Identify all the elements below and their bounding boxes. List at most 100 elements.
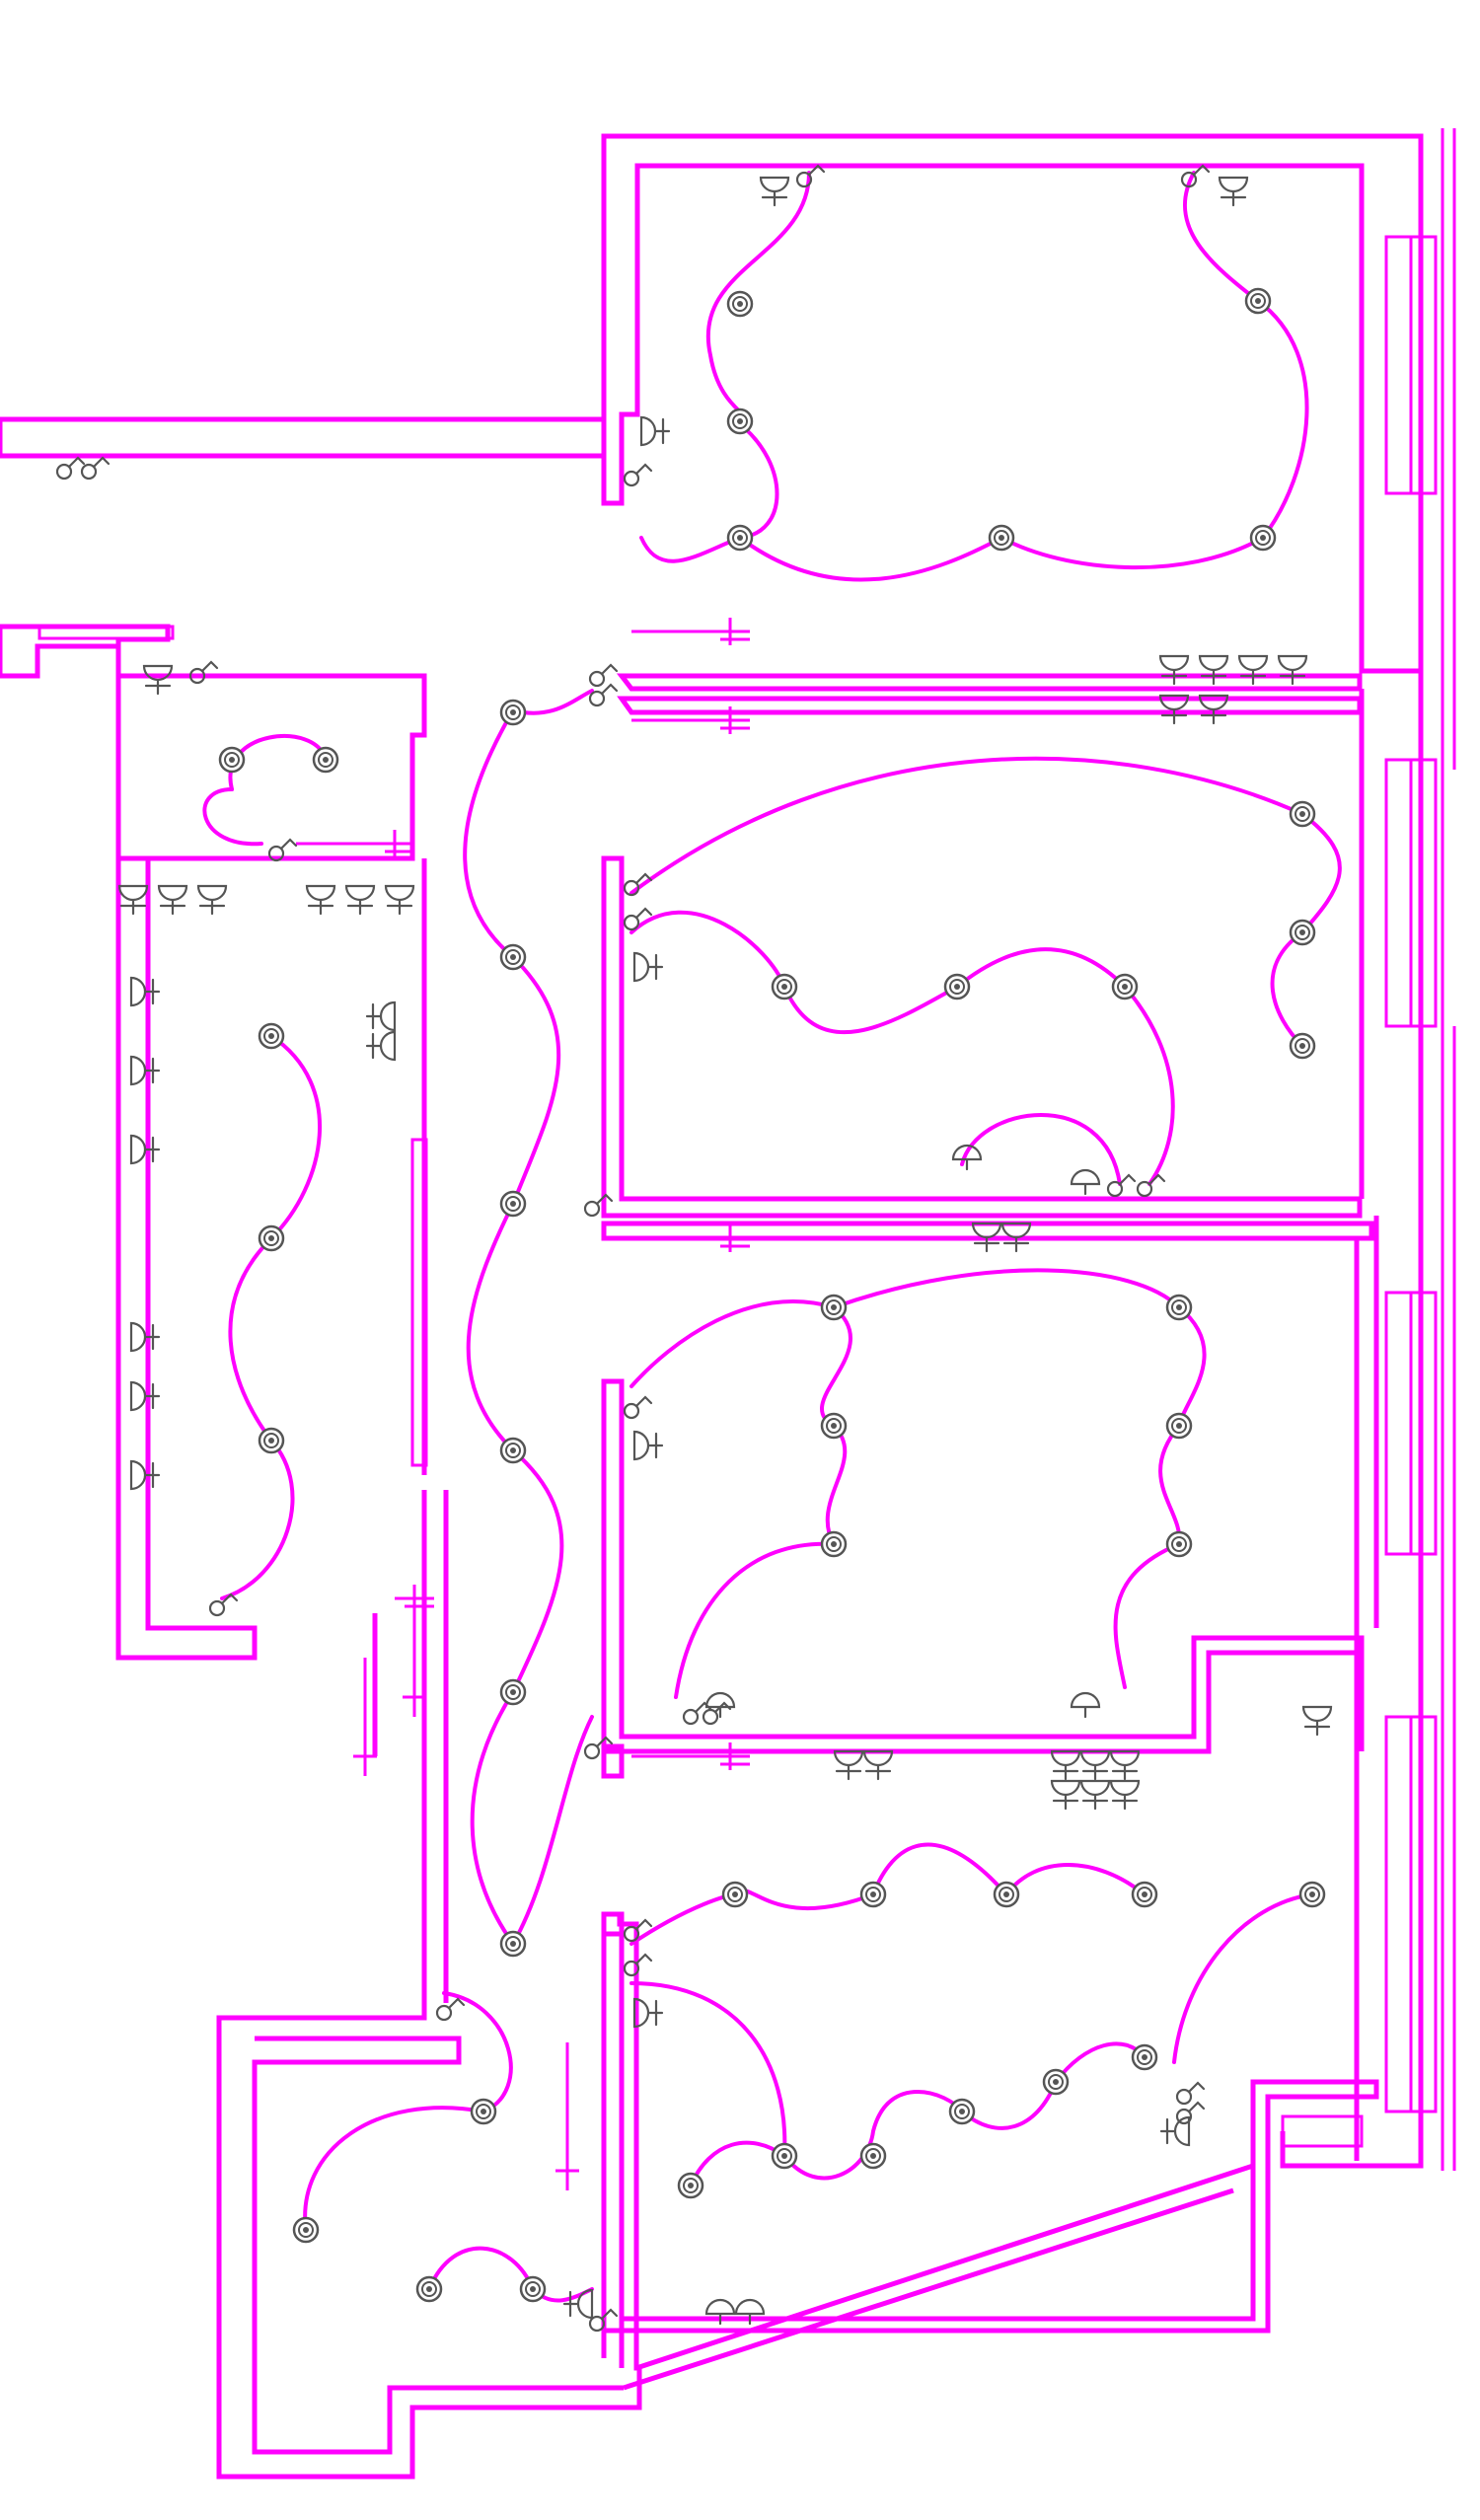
ceiling-lamp-icon [470,2098,497,2125]
light-switch-icon [623,463,653,487]
wall-segment [216,1490,642,2480]
wall-socket-icon [157,884,188,916]
wall-socket-icon [1050,1779,1081,1811]
ceiling-lamp-icon [499,1678,527,1706]
wall-segment [617,696,1363,715]
wall-socket-icon [1079,1779,1111,1811]
wall-socket-icon [129,1134,161,1165]
wall-socket-icon [1277,654,1308,686]
door-swing-icon [631,706,750,734]
wire-path [1182,171,1309,540]
wall-socket-icon [117,884,149,916]
ceiling-lamp-icon [519,2275,547,2303]
wall-socket-icon [639,415,671,447]
wire-path [1113,1542,1181,1689]
light-switch-icon [80,456,111,481]
light-switch-icon [623,1918,653,1943]
wire-path [629,910,1175,1186]
wall-socket-icon [129,1380,161,1412]
walls [0,133,1424,2480]
ceiling-lamp-icon [312,746,339,774]
wall-socket-icon [1000,1222,1032,1253]
wire-path [629,756,1304,895]
light-switch-icon [795,164,826,188]
light-switch-icon [682,1701,712,1726]
wall-socket-icon [1050,1749,1081,1781]
ceiling-lamp-icon [820,1530,848,1558]
wall-socket-icon [971,1222,1002,1253]
ceiling-lamp-icon [1165,1294,1193,1321]
ceiling-lamp-icon [820,1294,848,1321]
wire-path [629,1268,1181,1388]
light-switch-icon [588,2308,619,2333]
wall-socket-icon [129,1459,161,1491]
wall-socket-icon [384,884,415,916]
wall-socket-icon [1159,2115,1191,2147]
light-switch-icon [208,1593,239,1617]
wall-socket-icon [1198,654,1229,686]
window-icon [1384,758,1438,1028]
wall-socket-icon [305,884,336,916]
ceiling-lamp-icon [258,1022,285,1050]
ceiling-lamp-icon [820,1412,848,1440]
light-switch-icon [583,1193,614,1218]
ceiling-lamp-icon [948,2098,976,2125]
ceiling-lamp-icon [993,1881,1020,1908]
wall-socket-icon [142,664,174,696]
wall-socket-icon [1198,694,1229,725]
wall-segment [601,1743,625,1779]
ceiling-lamp-icon [726,524,754,552]
wire-path [303,2106,485,2232]
door-swing-icon [631,1224,750,1252]
wall-socket-icon [632,1997,664,2029]
light-switch-icon [623,1395,653,1420]
door-swing-icon [403,1589,426,1717]
door-swing-icon [353,1658,377,1776]
wall-socket-icon [344,884,376,916]
wall-socket-icon [1079,1749,1111,1781]
ceiling-lamp-icon [499,699,527,726]
wall-segment [0,624,427,861]
ceiling-lamp-icon [1289,800,1316,828]
wall-sockets [117,176,1333,2326]
wall-segment [252,2036,624,2455]
wire-path [228,734,328,791]
ceiling-lamp-icon [988,524,1015,552]
door-swing-icon [631,618,750,645]
wall-socket-icon [1218,176,1249,207]
light-switch-icon [267,838,298,862]
ceiling-lamp-icon [1131,2043,1158,2071]
ceiling-lamp-icon [1165,1530,1193,1558]
light-switch-icon [702,1701,732,1726]
ceiling-lamp-icon [499,1437,527,1464]
wall-socket-icon [704,1691,736,1719]
door-swing-icon [555,2042,579,2190]
light-switch-icon [435,1997,466,2022]
ceiling-lamps [218,287,1326,2303]
wire-path [463,708,594,1948]
light-switch-icon [1136,1173,1166,1198]
wall-segment [616,673,1363,692]
window-icon [37,625,175,640]
ceiling-lamp-icon [258,1224,285,1252]
light-switches [55,164,1211,2333]
wall-socket-icon [632,1430,664,1461]
wall-segment [601,133,1424,674]
wall-socket-icon [862,1749,894,1781]
wall-socket-icon [1070,1168,1101,1196]
light-switch-icon [1175,2081,1206,2106]
wall-socket-icon [951,1144,983,1171]
light-switch-icon [588,683,619,707]
wire-path [220,1034,323,1600]
wall-segment [0,416,607,459]
ceiling-lamp-icon [1289,919,1316,946]
ceiling-lamp-icon [258,1427,285,1454]
light-switch-icon [188,660,219,685]
light-switch-icon [583,1736,614,1760]
wall-segment [115,858,258,1661]
wire-path [689,2140,786,2187]
wire-path [202,787,263,847]
wire-path [427,2246,594,2303]
wire-path [629,1842,1147,1946]
